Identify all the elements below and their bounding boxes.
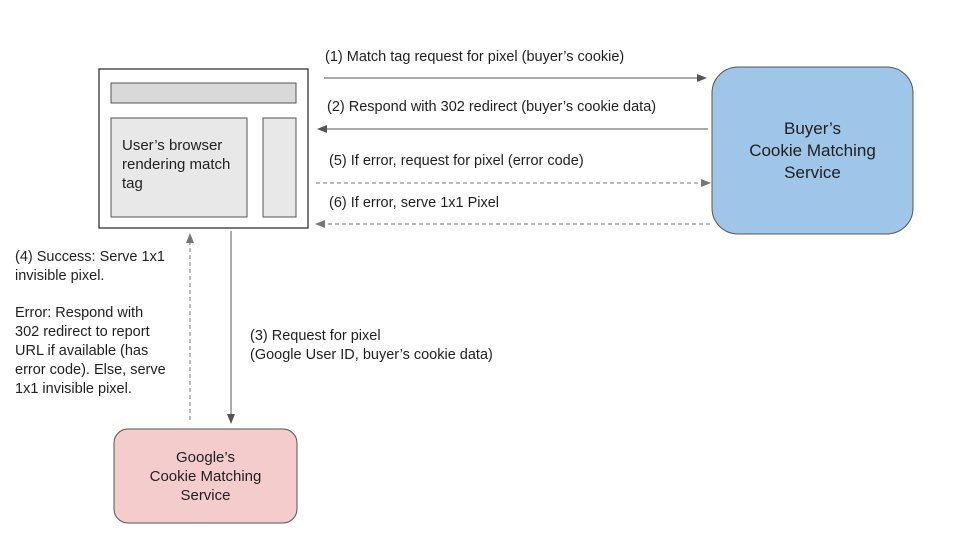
step-4-error-line-3: URL if available (has — [15, 343, 149, 359]
google-service-box — [113, 428, 298, 524]
browser-label-line-3: tag — [122, 175, 143, 192]
browser-address-bar — [110, 82, 297, 104]
step-4-error-line-5: 1x1 invisible pixel. — [15, 381, 132, 397]
browser-label-line-1: User’s browser — [122, 137, 223, 154]
step-4-success-line-2: invisible pixel. — [15, 268, 105, 284]
step-4-error-line-1: Error: Respond with — [15, 305, 144, 321]
step-4-error-line-4: error code). Else, serve — [15, 362, 166, 378]
step-4-success-line-1: (4) Success: Serve 1x1 — [15, 249, 165, 265]
buyer-service-label: Buyer’s Cookie Matching Service — [712, 67, 913, 234]
step-6-label: (6) If error, serve 1x1 Pixel — [329, 195, 500, 211]
step-4-error-line-2: 302 redirect to report — [15, 324, 150, 340]
buyer-service-line-3: Service — [784, 162, 841, 182]
step-4-error-label: Error: Respond with 302 redirect to repo… — [15, 304, 166, 399]
step-1-label: (1) Match tag request for pixel (buyer’s… — [325, 49, 625, 65]
browser-label-line-2: rendering match — [122, 156, 231, 173]
step-3-label: (3) Request for pixel (Google User ID, b… — [250, 327, 493, 365]
browser-label: User’s browser rendering match tag — [111, 118, 247, 217]
step-3-line-1: (3) Request for pixel — [250, 328, 381, 344]
step-3-line-2: (Google User ID, buyer’s cookie data) — [250, 347, 493, 363]
buyer-service-line-2: Cookie Matching — [749, 140, 876, 160]
buyer-service-box — [711, 66, 914, 235]
step-5-label: (5) If error, request for pixel (error c… — [329, 153, 584, 169]
google-service-line-3: Service — [180, 486, 231, 504]
browser-sidebar-panel — [262, 117, 297, 218]
step-2-label: (2) Respond with 302 redirect (buyer’s c… — [327, 99, 657, 115]
google-service-label: Google’s Cookie Matching Service — [114, 429, 297, 523]
browser-content-panel — [110, 117, 248, 218]
buyer-service-line-1: Buyer’s — [783, 118, 841, 138]
google-service-line-2: Cookie Matching — [149, 467, 262, 485]
google-service-line-1: Google’s — [176, 448, 235, 466]
step-4-success-label: (4) Success: Serve 1x1 invisible pixel. — [15, 248, 165, 286]
